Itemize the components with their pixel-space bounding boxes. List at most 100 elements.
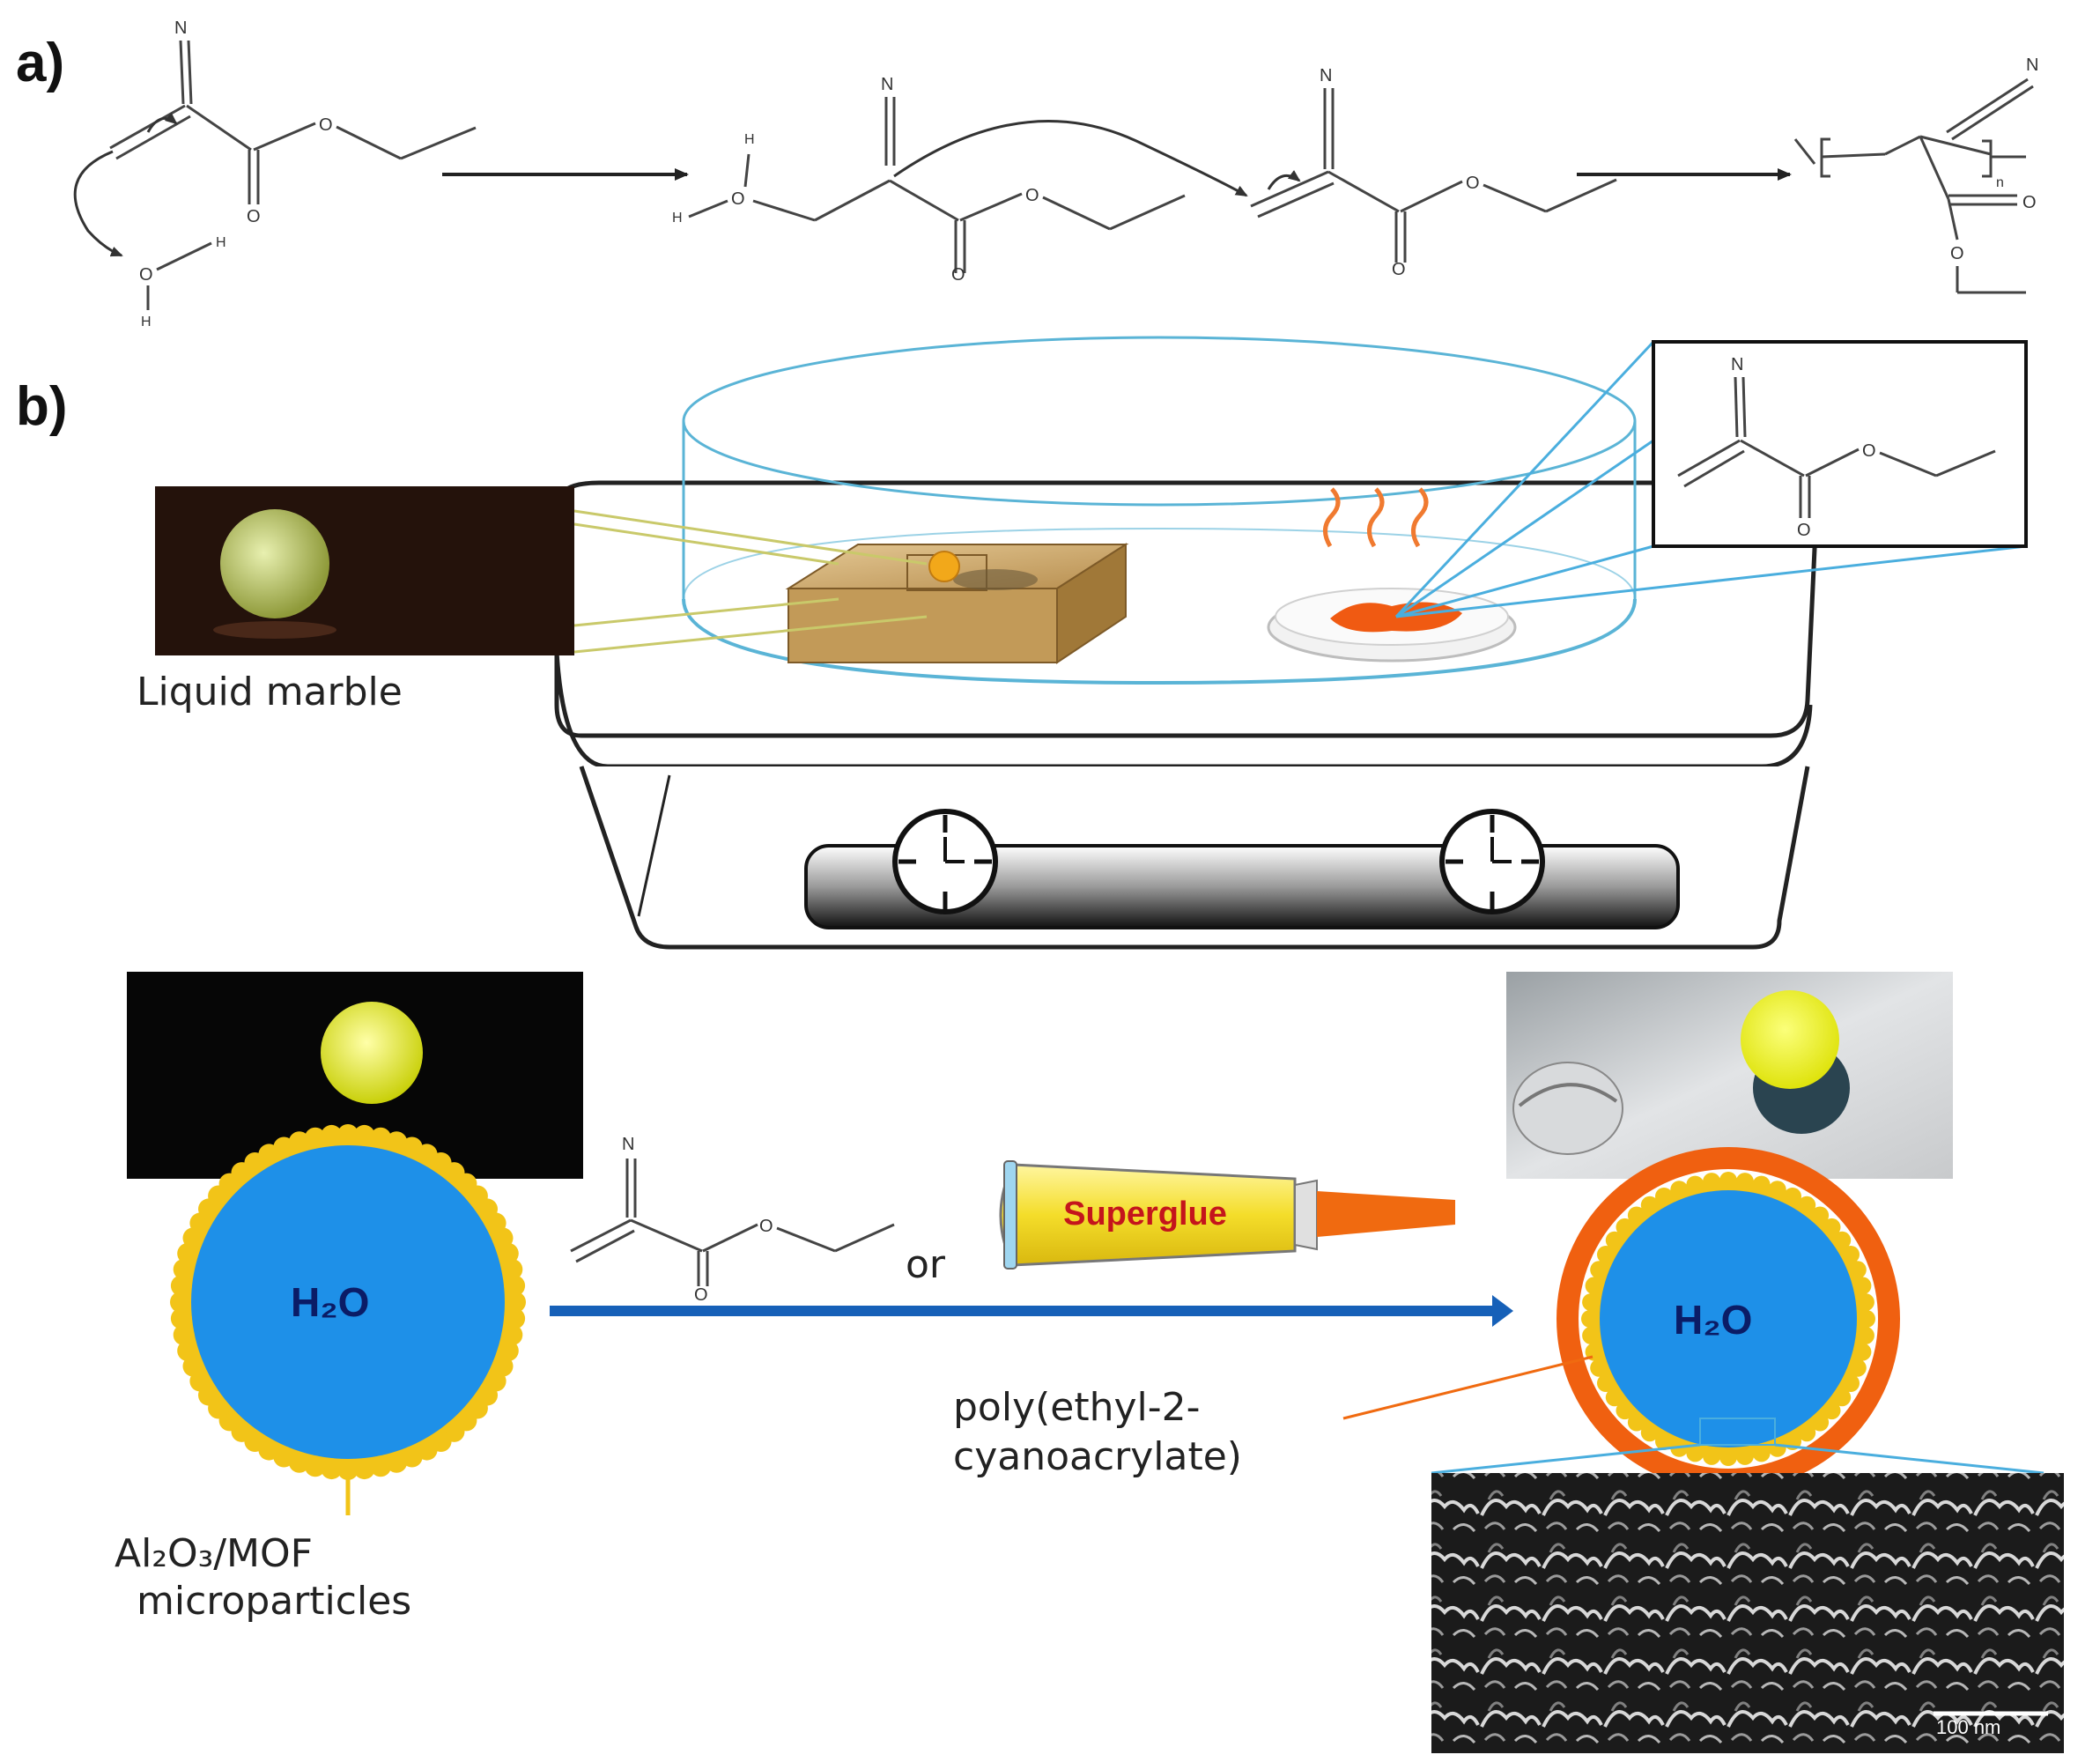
heat-knob[interactable] (1439, 809, 1545, 914)
microparticle (173, 1324, 195, 1346)
wooden-block (785, 543, 1129, 664)
atom-o: O (1392, 260, 1406, 279)
microparticle (1597, 1374, 1615, 1392)
microparticle (1752, 1444, 1771, 1462)
monomer-structure-1: N O O O H H (73, 19, 477, 329)
repeat-index: n (1996, 175, 2004, 190)
panel-label-b: b) (16, 376, 68, 437)
atom-n: N (622, 1135, 634, 1154)
atom-h: H (672, 211, 683, 226)
microparticle (1842, 1374, 1860, 1392)
electron-arrow (1267, 170, 1301, 190)
microparticle (1686, 1175, 1704, 1194)
atom-h: H (744, 132, 755, 147)
marble-photo-dark (127, 972, 583, 1179)
superglue-label: Superglue (1063, 1196, 1227, 1233)
microparticle (353, 1124, 375, 1146)
microparticle (1627, 1413, 1645, 1432)
atom-o: O (951, 265, 965, 285)
or-label: or (906, 1242, 946, 1287)
panel-label-a: a) (16, 33, 64, 93)
atom-n: N (881, 75, 893, 94)
microparticles-label-line2: microparticles (137, 1579, 411, 1624)
sem-micrograph: 100 nm (1431, 1473, 2064, 1753)
microparticle (170, 1292, 191, 1313)
polymer-label-line1: poly(ethyl-2- (953, 1385, 1201, 1430)
electron-arrow (893, 120, 1248, 197)
liquid-marble-label: Liquid marble (137, 670, 403, 714)
stir-knob[interactable] (892, 809, 998, 914)
microparticle (1752, 1175, 1771, 1194)
microparticle (1848, 1261, 1867, 1279)
microparticle (370, 1127, 392, 1149)
microparticle (1853, 1277, 1872, 1295)
microparticle (173, 1258, 195, 1280)
atom-n: N (1731, 355, 1743, 374)
scale-bar-label: 100 nm (1936, 1716, 2000, 1738)
microparticle (177, 1340, 199, 1362)
atom-o: O (759, 1217, 773, 1236)
microparticle (501, 1324, 523, 1346)
microparticle (304, 1455, 326, 1477)
polymer-label-line2: cyanoacrylate) (953, 1434, 1242, 1479)
monomer-structure-2: N O O (570, 1135, 895, 1305)
intermediate-structure: N H H O O O N O O (672, 66, 1617, 285)
polymer-structure: n N O O (1793, 56, 2038, 294)
atom-o: O (1466, 174, 1480, 193)
atom-o: O (1025, 186, 1039, 205)
zoom-lines-right (1394, 340, 2027, 618)
microparticle (337, 1459, 359, 1480)
conversion-arrow (550, 1295, 1513, 1327)
water-label-right: H₂O (1674, 1297, 1752, 1343)
superglue-tube: Superglue (999, 1160, 1455, 1270)
zoom-lines-left (573, 509, 928, 654)
microparticle (1735, 1173, 1754, 1191)
liquid-marble-photo (155, 486, 574, 655)
electron-arrow (146, 112, 178, 133)
coated-marble-photo (1506, 972, 1953, 1179)
microparticle (1858, 1310, 1875, 1328)
atom-o: O (1862, 441, 1876, 461)
microparticle (1627, 1206, 1645, 1225)
microparticle (1655, 1433, 1673, 1450)
particle-dots (170, 1124, 526, 1480)
microparticle (504, 1275, 526, 1297)
microparticle (337, 1124, 359, 1145)
microparticle (497, 1242, 519, 1264)
microparticle (170, 1307, 192, 1329)
microparticle (1616, 1402, 1634, 1420)
microparticle (1581, 1310, 1599, 1328)
atom-o: O (694, 1285, 708, 1305)
polymer-pointer (1342, 1355, 1593, 1420)
microparticle (1784, 1188, 1801, 1205)
atom-n: N (1320, 66, 1332, 85)
liquid-marble-small (928, 551, 960, 582)
atom-o: O (247, 207, 261, 226)
microparticle (304, 1127, 326, 1149)
microparticle (1605, 1388, 1623, 1407)
microparticle (1703, 1173, 1721, 1191)
microparticle (1590, 1359, 1608, 1377)
atom-h: H (216, 235, 226, 250)
microparticle (321, 1458, 343, 1480)
microparticle (1811, 1413, 1830, 1432)
microparticle (1655, 1188, 1673, 1205)
microparticle (353, 1458, 375, 1480)
particle-dots (1581, 1172, 1875, 1466)
microparticle (1597, 1246, 1615, 1263)
atom-o: O (1950, 244, 1964, 263)
liquid-marble-schematic: H₂O (176, 1130, 520, 1515)
microparticle (1735, 1447, 1754, 1465)
reaction-chamber (682, 336, 1637, 685)
microparticle (1640, 1196, 1659, 1214)
microparticle (1719, 1448, 1737, 1466)
microparticle (1848, 1359, 1867, 1377)
microparticle (1703, 1447, 1721, 1465)
atom-o: O (2022, 193, 2037, 212)
microparticle (1582, 1293, 1601, 1312)
microparticle (386, 1451, 408, 1473)
microparticle (505, 1292, 526, 1313)
microparticle (370, 1455, 392, 1477)
electron-arrow (73, 150, 123, 257)
